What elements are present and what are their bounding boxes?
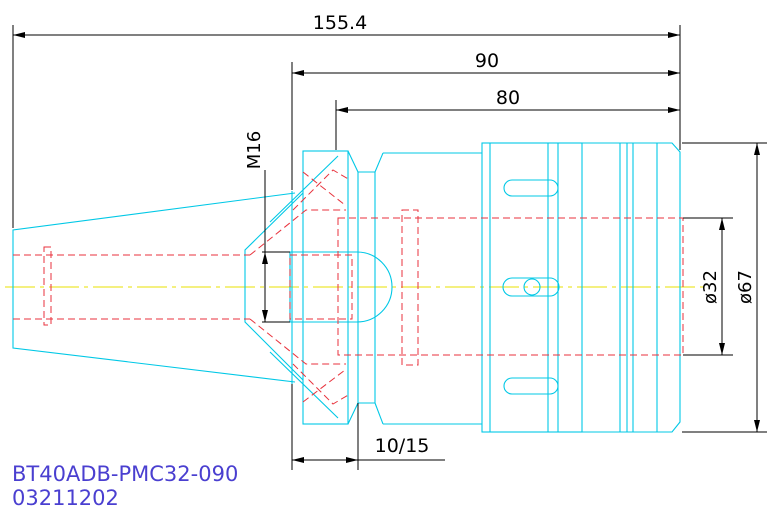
hidden-lines bbox=[13, 169, 684, 405]
dim-overall-length: 155.4 bbox=[313, 12, 367, 34]
dimension-lines bbox=[12, 25, 767, 470]
dim-thread: M16 bbox=[244, 131, 265, 169]
dim-length-90: 90 bbox=[475, 50, 499, 72]
dim-outer: ø67 bbox=[735, 270, 756, 304]
dim-length-80: 80 bbox=[496, 87, 520, 109]
holder-outline bbox=[12, 142, 681, 433]
part-code: 03211202 bbox=[12, 486, 119, 510]
dim-bore: ø32 bbox=[700, 270, 721, 304]
dim-flange: 10/15 bbox=[375, 435, 430, 457]
part-model: BT40ADB-PMC32-090 bbox=[12, 462, 238, 486]
